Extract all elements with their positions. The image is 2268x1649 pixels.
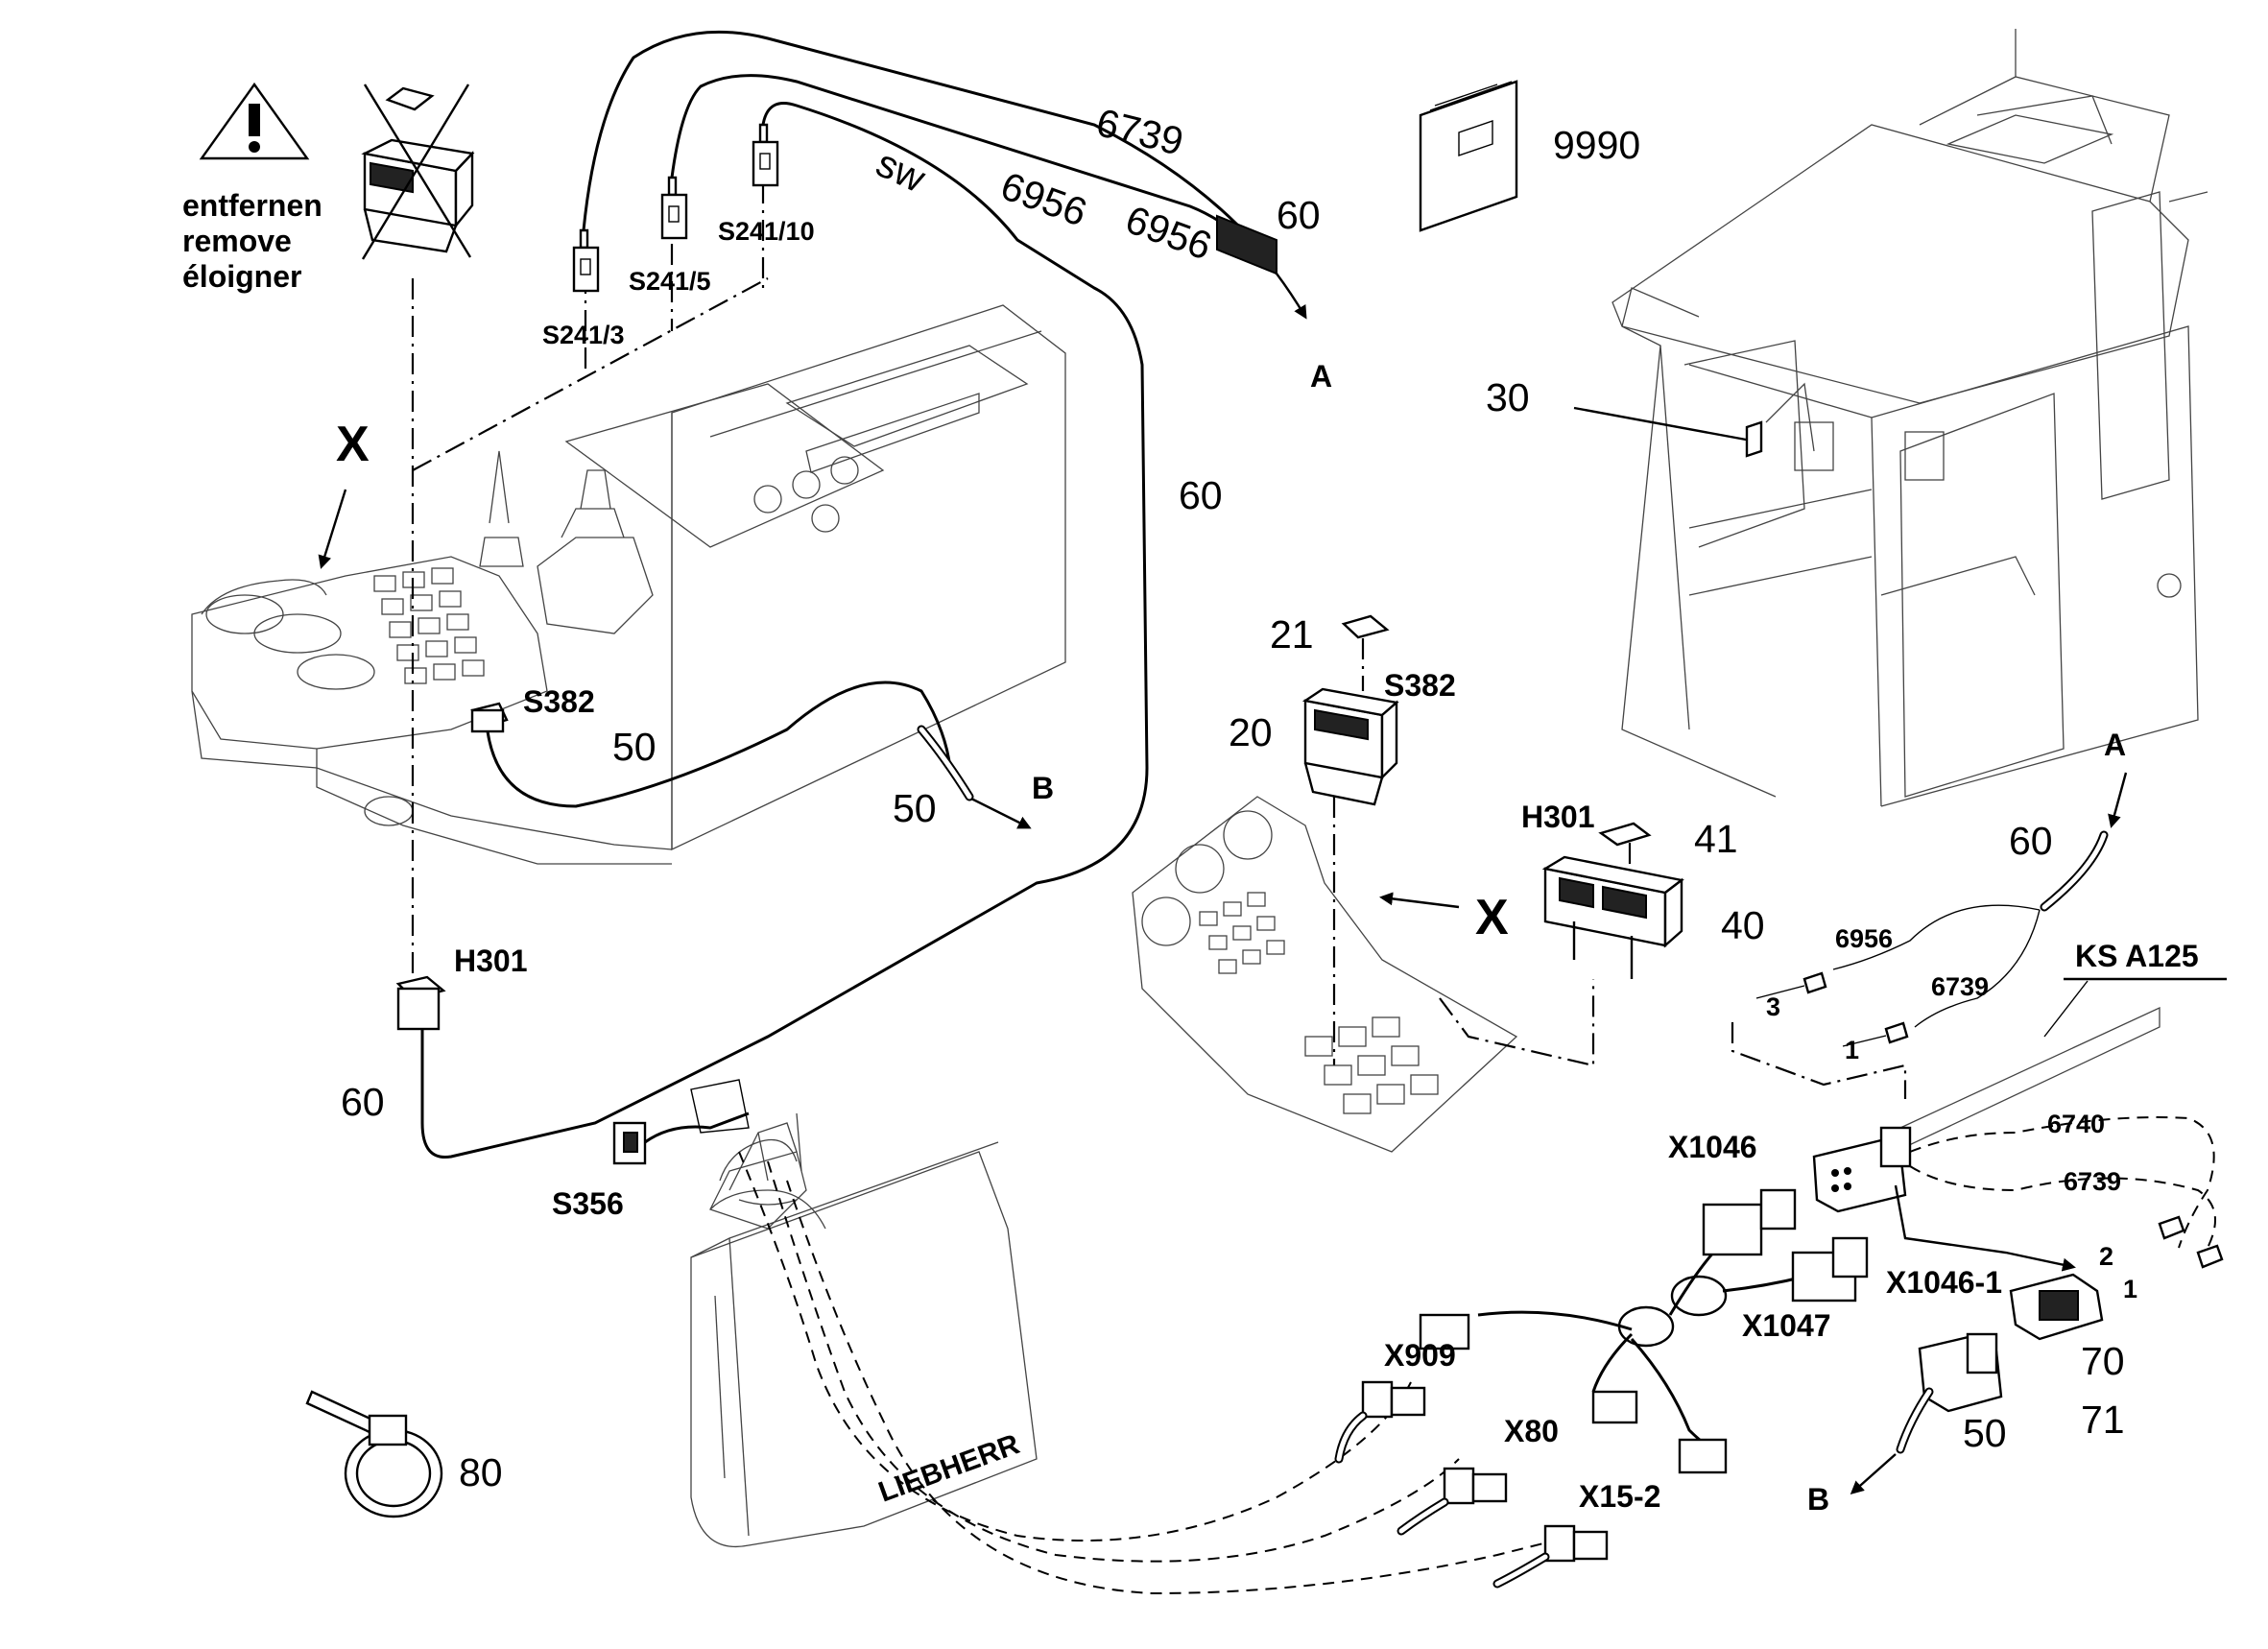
x1047-connector-icon: [1702, 1188, 1869, 1302]
wire-6740: 6740: [2047, 1110, 2105, 1138]
item-60-mid: 60: [1179, 473, 1223, 517]
item-60-top: 60: [1277, 193, 1321, 237]
wire-sw: sw: [870, 140, 932, 201]
x1046-connector-icon: [1812, 1126, 1912, 1213]
remove-label-fr: éloigner: [182, 259, 301, 294]
removed-switch-icon: [361, 84, 475, 260]
h301-indicator-icon: [1541, 855, 1684, 979]
wire-6956-right: 6956: [1835, 924, 1893, 953]
arrow-a-right: A: [2104, 728, 2126, 762]
label-s382-right: S382: [1384, 668, 1456, 703]
s382-plug-icon: [470, 702, 509, 733]
s241-connectors-icon: [572, 123, 779, 293]
label-ks-a125: KS A125: [2075, 939, 2199, 973]
item-50-left: 50: [612, 725, 657, 769]
s356-switch-icon: [612, 1121, 647, 1165]
label-s356: S356: [552, 1186, 624, 1221]
pin-1-b: 1: [2123, 1275, 2137, 1303]
item-40: 40: [1721, 903, 1765, 947]
pin-3: 3: [1766, 992, 1780, 1021]
h301-lamp-icon: [395, 975, 446, 1031]
view-x-right: X: [1475, 890, 1509, 945]
label-h301-right: H301: [1521, 800, 1595, 834]
item-70: 70: [2081, 1339, 2125, 1383]
item-80: 80: [459, 1450, 503, 1494]
label-x80: X80: [1504, 1414, 1559, 1448]
warning-triangle-icon: [199, 82, 310, 160]
view-x-left: X: [336, 417, 370, 472]
manual-book-icon: [1419, 80, 1518, 232]
arrow-b-bottom: B: [1807, 1482, 1829, 1517]
item-9990: 9990: [1553, 123, 1640, 167]
label-s241-5: S241/5: [629, 267, 711, 296]
wire-6739-lower: 6739: [2064, 1167, 2121, 1196]
remove-label-en: remove: [182, 224, 292, 258]
harness-splice-icon: [1617, 1275, 1728, 1348]
wire-6956-mid: 6956: [995, 163, 1092, 234]
item-30: 30: [1486, 375, 1530, 419]
label-s241-10: S241/10: [718, 217, 815, 246]
joystick-drawing: LIEBHERR: [690, 1112, 1038, 1547]
b-plug-icon: [1918, 1332, 2003, 1413]
wire-6956-top: 6956: [1120, 197, 1217, 268]
label-h301-left: H301: [454, 944, 528, 978]
wire-6739-top: 6739: [1092, 100, 1188, 164]
item-21: 21: [1270, 612, 1314, 657]
label-x909: X909: [1384, 1338, 1456, 1373]
wire-6739-right: 6739: [1931, 972, 1989, 1001]
item-41: 41: [1694, 817, 1738, 861]
label-x1046-1: X1046-1: [1886, 1265, 2002, 1300]
cable-tie-icon: [305, 1390, 443, 1518]
item-50-bottom: 50: [1963, 1411, 2007, 1455]
operator-cab-drawing: [1611, 29, 2208, 807]
pin-1-a: 1: [1845, 1036, 1859, 1064]
x15-2-connector-icon: [1492, 1524, 1609, 1589]
item-50-mid: 50: [893, 786, 937, 830]
x80-connector-icon: [1397, 1467, 1508, 1536]
x909-connector-icon: [1334, 1380, 1426, 1464]
x1046-1-plug-icon: [2009, 1273, 2104, 1341]
arrow-a-top: A: [1310, 359, 1332, 394]
dash-panel-drawing: [1132, 796, 1518, 1153]
pin-2: 2: [2099, 1242, 2113, 1271]
label-x1046: X1046: [1668, 1130, 1757, 1164]
label-x1047: X1047: [1742, 1308, 1831, 1343]
operator-console-drawing: [191, 304, 1066, 865]
s382-switch-icon: [1301, 687, 1399, 806]
item-20: 20: [1229, 710, 1273, 754]
item-60-left: 60: [341, 1080, 385, 1124]
item-71: 71: [2081, 1398, 2125, 1442]
label-x15-2: X15-2: [1579, 1479, 1660, 1514]
arrow-b-left: B: [1032, 771, 1054, 805]
label-s382-left: S382: [523, 684, 595, 719]
label-s241-3: S241/3: [542, 321, 625, 349]
remove-label-de: entfernen: [182, 188, 322, 223]
item-60-right: 60: [2009, 819, 2053, 863]
